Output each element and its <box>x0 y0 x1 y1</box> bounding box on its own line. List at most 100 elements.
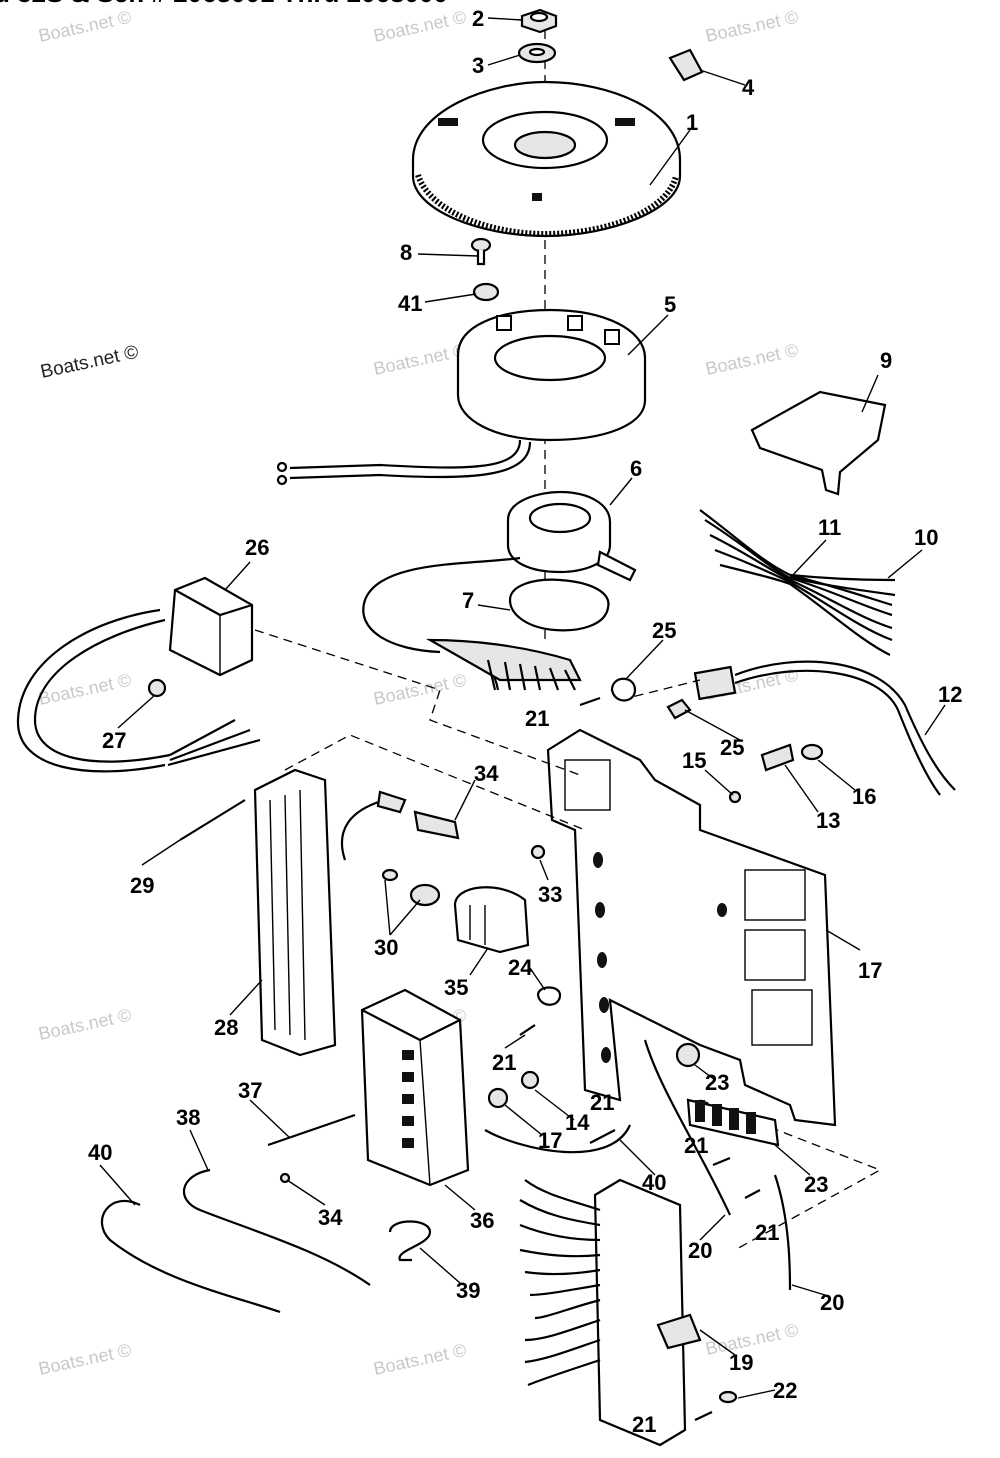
callout-label: 11 <box>818 515 841 540</box>
nut-part <box>530 844 546 860</box>
callout-label: 1 <box>686 110 698 135</box>
callout-label: 21 <box>632 1412 656 1437</box>
callout-label: 40 <box>642 1170 666 1195</box>
screw-part <box>470 237 492 266</box>
nut-part <box>487 1087 509 1109</box>
bolt-part <box>147 678 167 698</box>
watermark: Boats.net © <box>372 670 468 709</box>
callout-label: 21 <box>755 1220 779 1245</box>
key-part <box>668 48 704 82</box>
clamp-part <box>610 677 637 702</box>
watermark: Boats.net © <box>372 340 468 379</box>
callout-label: 36 <box>470 1208 494 1233</box>
callout-label: 37 <box>238 1078 262 1103</box>
callout-label: 5 <box>664 292 676 317</box>
lead-wire-part <box>100 1199 281 1314</box>
stator-part <box>276 308 647 486</box>
callout-label: 27 <box>102 728 126 753</box>
module-part <box>16 576 261 773</box>
callout-numbers: 2 3 4 1 8 41 5 6 7 9 10 11 12 26 27 34 3… <box>88 6 962 1437</box>
callout-label: 34 <box>474 761 499 786</box>
cable-plug-part <box>693 660 956 796</box>
capacitor-block-part <box>253 768 337 1057</box>
dashed-leader <box>254 629 581 776</box>
ground-strap-part <box>773 1174 792 1291</box>
watermark: Boats.net © <box>39 342 141 383</box>
ground-strap-part <box>643 1039 731 1216</box>
bracket-part <box>750 390 887 496</box>
callout-label: 13 <box>816 808 840 833</box>
clamp-part <box>536 986 562 1006</box>
callout-label: 14 <box>565 1110 590 1135</box>
grommet-part <box>675 1042 701 1068</box>
screw-part <box>267 1113 356 1147</box>
callout-label: 39 <box>456 1278 480 1303</box>
callout-label: 12 <box>938 682 962 707</box>
watermark: Boats.net © <box>704 7 800 46</box>
ground-strap-part <box>484 1124 632 1154</box>
screw-parts <box>519 696 761 1421</box>
nut-part <box>520 8 558 34</box>
watermark: Boats.net © <box>372 7 468 46</box>
callout-label: 25 <box>652 618 676 643</box>
callout-label: 15 <box>682 748 706 773</box>
callout-label: 21 <box>590 1090 614 1115</box>
washer-part <box>517 42 557 64</box>
callout-label: 21 <box>525 706 549 731</box>
callout-label: 35 <box>444 975 468 1000</box>
dashed-leader <box>284 734 586 831</box>
watermark: Boats.net © <box>704 340 800 379</box>
callout-label: 22 <box>773 1378 797 1403</box>
clamp-part <box>388 1220 432 1262</box>
callout-label: 21 <box>492 1050 516 1075</box>
leader-lines <box>99 17 946 1399</box>
callout-label: 23 <box>705 1070 729 1095</box>
callout-label: 21 <box>684 1133 708 1158</box>
callout-label: 7 <box>462 588 474 613</box>
clip-part <box>666 698 692 720</box>
callout-label: 2 <box>472 6 484 31</box>
callout-label: 41 <box>398 291 422 316</box>
callout-label: 6 <box>630 456 642 481</box>
trigger-leads <box>425 638 582 691</box>
callout-label: 10 <box>914 525 938 550</box>
screw-part <box>179 799 246 841</box>
callout-label: 8 <box>400 240 412 265</box>
callout-label: 20 <box>688 1238 712 1263</box>
callout-label: 4 <box>742 75 755 100</box>
watermark: Boats.net © <box>37 670 133 709</box>
callout-label: 38 <box>176 1105 200 1130</box>
callout-label: 23 <box>804 1172 828 1197</box>
watermark: Boats.net © <box>37 1340 133 1379</box>
switch-box-part <box>360 988 470 1187</box>
nut-part <box>520 1070 540 1090</box>
spark-plug-wire-part <box>340 790 460 907</box>
trigger-part <box>362 490 637 691</box>
callout-label: 9 <box>880 348 892 373</box>
wire-bundle-part <box>699 509 896 656</box>
watermark: Boats.net © <box>37 7 133 46</box>
callout-label: 33 <box>538 882 562 907</box>
watermark: Boats.net © <box>372 1340 468 1379</box>
rectifier-pack-part <box>519 1178 702 1447</box>
dashed-leader <box>619 679 701 701</box>
callout-label: 25 <box>720 735 744 760</box>
page-header: d 52S & Ser. # 2063001 Thru 2068000 <box>0 0 448 9</box>
flywheel-part <box>411 80 682 238</box>
callout-label: 17 <box>858 958 882 983</box>
callout-label: 19 <box>729 1350 753 1375</box>
callout-label: 34 <box>318 1205 343 1230</box>
callout-label: 30 <box>374 935 398 960</box>
mounting-plate-part <box>546 728 837 1127</box>
washer-part <box>472 282 500 302</box>
callout-label: 28 <box>214 1015 238 1040</box>
callout-label: 16 <box>852 784 876 809</box>
callout-label: 20 <box>820 1290 844 1315</box>
retainer-part <box>508 578 610 632</box>
callout-label: 17 <box>538 1128 562 1153</box>
callout-label: 24 <box>508 955 533 980</box>
watermark: Boats.net © <box>37 1005 133 1044</box>
ignition-coil-part <box>453 886 530 954</box>
terminal-block-part <box>686 1098 780 1147</box>
